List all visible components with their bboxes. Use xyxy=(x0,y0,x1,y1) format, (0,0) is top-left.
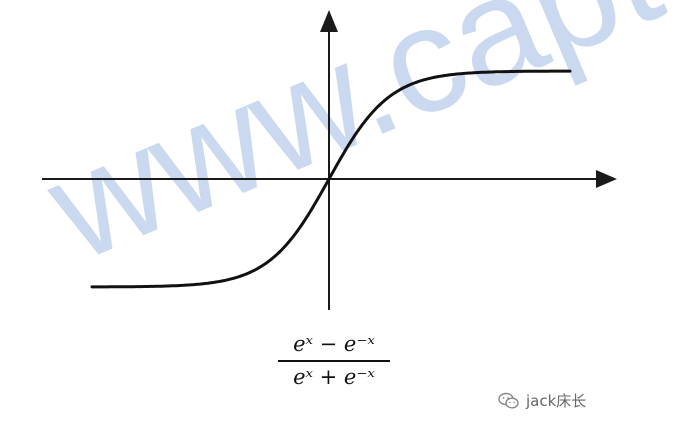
credit: jack床长 xyxy=(498,390,586,411)
formula-denominator: eˣ + e⁻ˣ xyxy=(293,365,375,389)
y-axis-arrow xyxy=(320,10,338,32)
fraction-bar xyxy=(278,360,390,362)
wechat-icon xyxy=(498,392,520,410)
formula-numerator: eˣ − e⁻ˣ xyxy=(293,332,375,356)
tanh-curve xyxy=(90,69,572,289)
tanh-formula: eˣ − e⁻ˣ eˣ + e⁻ˣ xyxy=(278,330,390,391)
x-axis-arrow xyxy=(596,170,617,188)
credit-text: jack床长 xyxy=(526,392,587,410)
